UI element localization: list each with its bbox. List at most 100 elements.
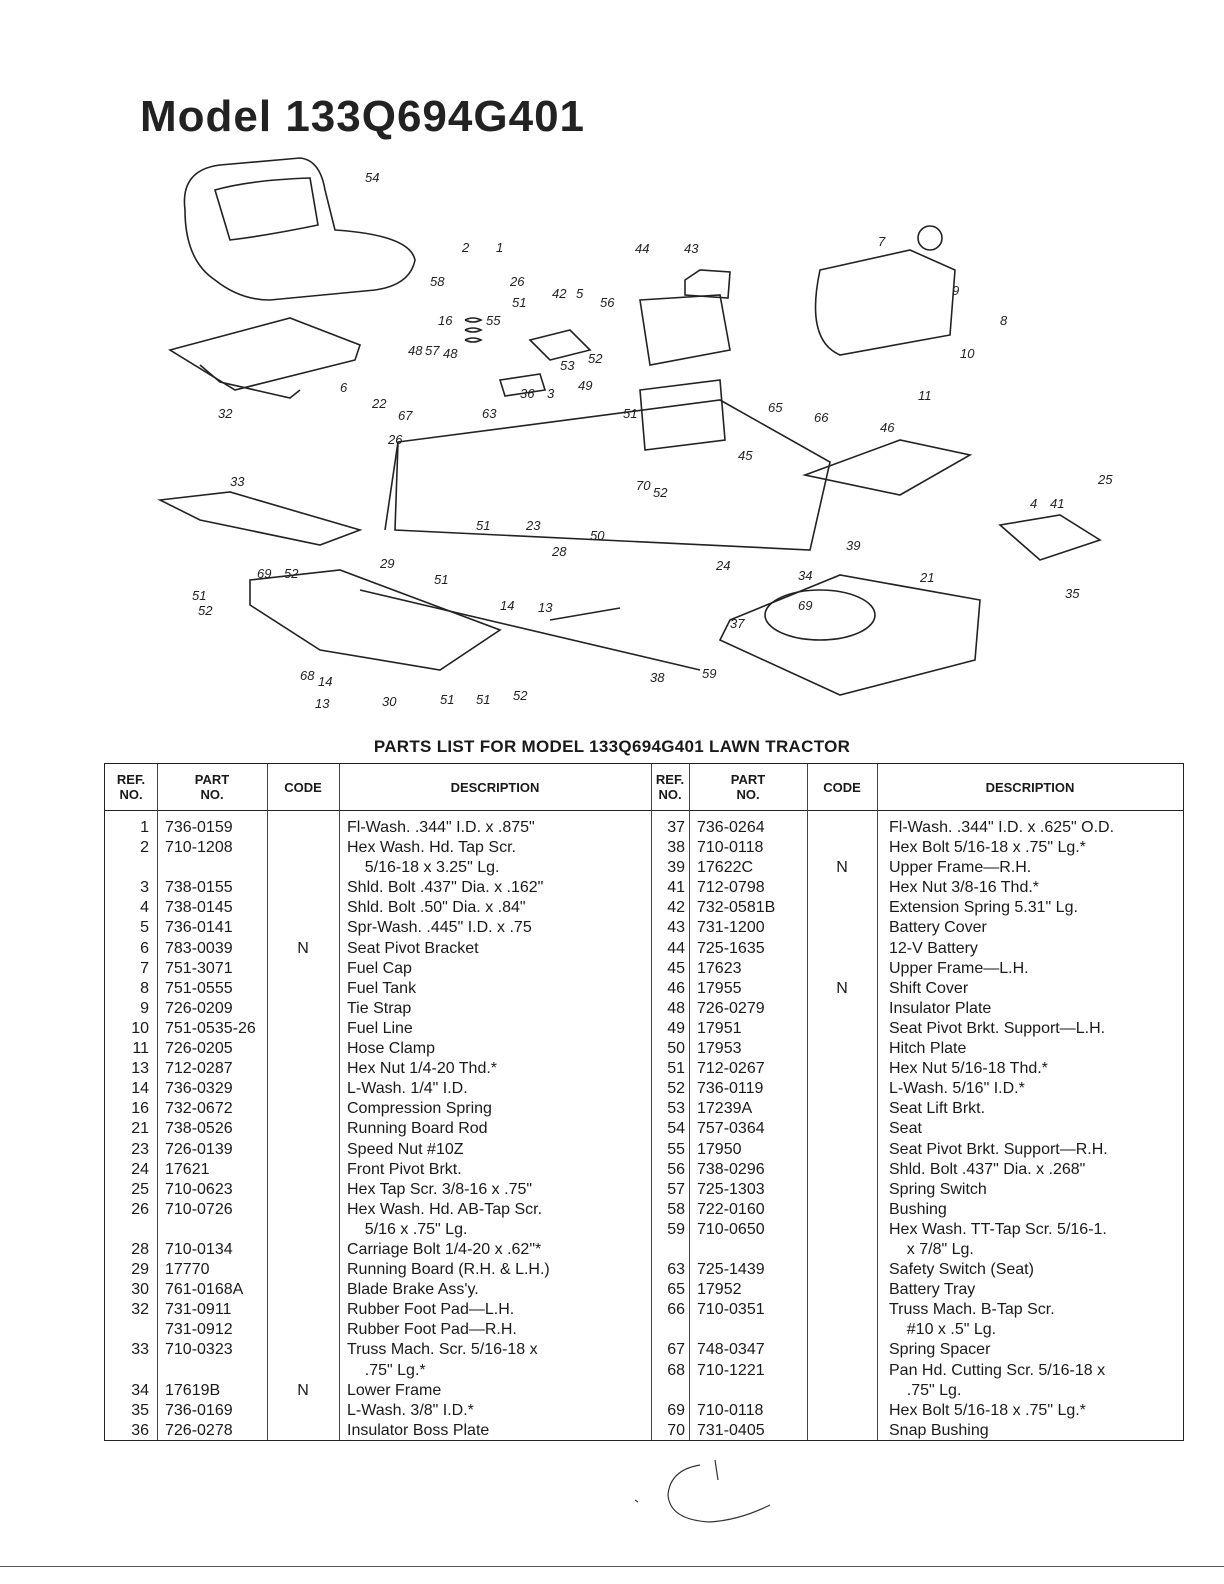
parts-cell-desc: Truss Mach. Scr. 5/16-18 x bbox=[347, 1341, 538, 1359]
callout-number: 53 bbox=[560, 358, 575, 373]
parts-cell-code bbox=[267, 1240, 339, 1260]
parts-cell-part: 751-0555 bbox=[165, 979, 233, 997]
parts-cell-ref: 45 bbox=[667, 959, 685, 977]
parts-cell-part: 710-1221 bbox=[697, 1361, 765, 1379]
parts-cell-desc: Hitch Plate bbox=[889, 1040, 967, 1058]
parts-cell-code: N bbox=[297, 1381, 309, 1399]
parts-cell-part: 736-0159 bbox=[165, 819, 233, 836]
parts-cell-ref: 1 bbox=[140, 819, 149, 836]
parts-cell-ref: 37 bbox=[667, 819, 685, 836]
parts-cell-code bbox=[267, 979, 339, 999]
parts-cell-part: 731-0912 bbox=[165, 1321, 233, 1339]
parts-cell-part: 726-0205 bbox=[165, 1040, 233, 1058]
parts-cell-code bbox=[807, 1059, 877, 1079]
callout-number: 69 bbox=[257, 566, 271, 581]
parts-cell-desc: Fuel Line bbox=[347, 1019, 413, 1037]
parts-cell-code bbox=[807, 1381, 877, 1401]
parts-cell-code bbox=[267, 1119, 339, 1139]
callout-number: 52 bbox=[198, 603, 213, 618]
parts-cell-part: 736-0169 bbox=[165, 1401, 233, 1419]
header-code-right: CODE bbox=[823, 779, 861, 795]
parts-cell-ref: 50 bbox=[667, 1040, 685, 1058]
parts-cell-ref: 24 bbox=[131, 1160, 149, 1178]
parts-cell-ref: 26 bbox=[131, 1200, 149, 1218]
parts-cell-ref bbox=[105, 1361, 149, 1381]
parts-cell-code bbox=[807, 1019, 877, 1039]
parts-cell-part: 726-0209 bbox=[165, 999, 233, 1017]
parts-cell-ref: 67 bbox=[667, 1341, 685, 1359]
parts-cell-code bbox=[807, 918, 877, 938]
parts-cell-desc: Lower Frame bbox=[347, 1381, 442, 1399]
parts-cell-ref: 52 bbox=[667, 1080, 685, 1098]
parts-cell-code: N bbox=[836, 979, 848, 997]
parts-cell-code bbox=[267, 1200, 339, 1220]
callout-number: 51 bbox=[476, 518, 490, 533]
parts-cell-desc: Seat Lift Brkt. bbox=[889, 1100, 986, 1118]
parts-cell-code bbox=[807, 1200, 877, 1220]
callout-number: 4 bbox=[1030, 496, 1037, 511]
parts-cell-code bbox=[267, 898, 339, 918]
parts-cell-code bbox=[267, 1300, 339, 1320]
parts-cell-ref: 57 bbox=[667, 1180, 685, 1198]
parts-cell-code bbox=[807, 1300, 877, 1320]
callout-number: 39 bbox=[846, 538, 860, 553]
parts-cell-part: 736-0264 bbox=[697, 819, 765, 836]
parts-cell-ref: 35 bbox=[131, 1401, 149, 1419]
parts-cell-part: 710-0134 bbox=[165, 1240, 233, 1258]
parts-cell-part: 710-0726 bbox=[165, 1200, 233, 1218]
parts-cell-part: 725-1439 bbox=[697, 1261, 765, 1279]
callout-number: 52 bbox=[284, 566, 299, 581]
callout-number: 14 bbox=[500, 598, 514, 613]
parts-cell-part bbox=[165, 1220, 265, 1240]
parts-cell-code bbox=[807, 1421, 877, 1441]
callout-number: 51 bbox=[476, 692, 490, 707]
callout-number: 42 bbox=[552, 286, 567, 301]
parts-cell-code bbox=[807, 1240, 877, 1260]
parts-cell-ref: 66 bbox=[667, 1301, 685, 1319]
parts-cell-desc: Seat bbox=[889, 1120, 922, 1138]
parts-cell-ref bbox=[105, 858, 149, 878]
callout-number: 52 bbox=[653, 485, 668, 500]
parts-cell-part: 725-1635 bbox=[697, 939, 765, 957]
parts-cell-part: 738-0145 bbox=[165, 899, 233, 917]
parts-cell-part: 712-0798 bbox=[697, 879, 765, 897]
parts-cell-code bbox=[807, 1260, 877, 1280]
parts-cell-part: 731-1200 bbox=[697, 919, 765, 937]
parts-cell-ref: 70 bbox=[667, 1421, 685, 1439]
parts-cell-code bbox=[807, 939, 877, 959]
parts-cell-desc: Battery Cover bbox=[889, 919, 987, 937]
parts-cell-desc: Shld. Bolt .437" Dia. x .268" bbox=[889, 1160, 1086, 1178]
parts-cell-desc: Bushing bbox=[889, 1200, 947, 1218]
callout-number: 43 bbox=[684, 241, 699, 256]
parts-cell-part: 725-1303 bbox=[697, 1180, 765, 1198]
callout-number: 50 bbox=[590, 528, 605, 543]
parts-cell-ref: 25 bbox=[131, 1180, 149, 1198]
callout-number: 9 bbox=[952, 283, 959, 298]
parts-cell-ref: 28 bbox=[131, 1240, 149, 1258]
parts-cell-part: 761-0168A bbox=[165, 1281, 244, 1299]
parts-cell-desc: Spring Spacer bbox=[889, 1341, 991, 1359]
parts-cell-code bbox=[267, 838, 339, 858]
parts-cell-part: 710-0650 bbox=[697, 1220, 765, 1238]
parts-cell-desc: Tie Strap bbox=[347, 999, 412, 1017]
parts-cell-code bbox=[267, 1280, 339, 1300]
parts-cell-desc: Pan Hd. Cutting Scr. 5/16-18 x bbox=[889, 1361, 1106, 1379]
parts-cell-part: 710-0323 bbox=[165, 1341, 233, 1359]
parts-cell-ref: 21 bbox=[131, 1120, 149, 1138]
callout-number: 68 bbox=[300, 668, 315, 683]
parts-cell-code bbox=[267, 1079, 339, 1099]
callout-number: 21 bbox=[919, 570, 934, 585]
parts-cell-ref bbox=[105, 1220, 149, 1240]
callout-number: 29 bbox=[379, 556, 394, 571]
parts-cell-code bbox=[807, 878, 877, 898]
parts-cell-desc: L-Wash. 1/4" I.D. bbox=[347, 1080, 468, 1098]
parts-cell-desc: Hex Bolt 5/16-18 x .75" Lg.* bbox=[889, 1401, 1086, 1419]
parts-cell-desc: #10 x .5" Lg. bbox=[889, 1321, 997, 1339]
callout-number: 33 bbox=[230, 474, 245, 489]
callout-number: 55 bbox=[486, 313, 501, 328]
parts-cell-ref: 56 bbox=[667, 1160, 685, 1178]
parts-cell-code bbox=[267, 959, 339, 979]
parts-cell-code bbox=[807, 1099, 877, 1119]
callout-number: 59 bbox=[702, 666, 716, 681]
